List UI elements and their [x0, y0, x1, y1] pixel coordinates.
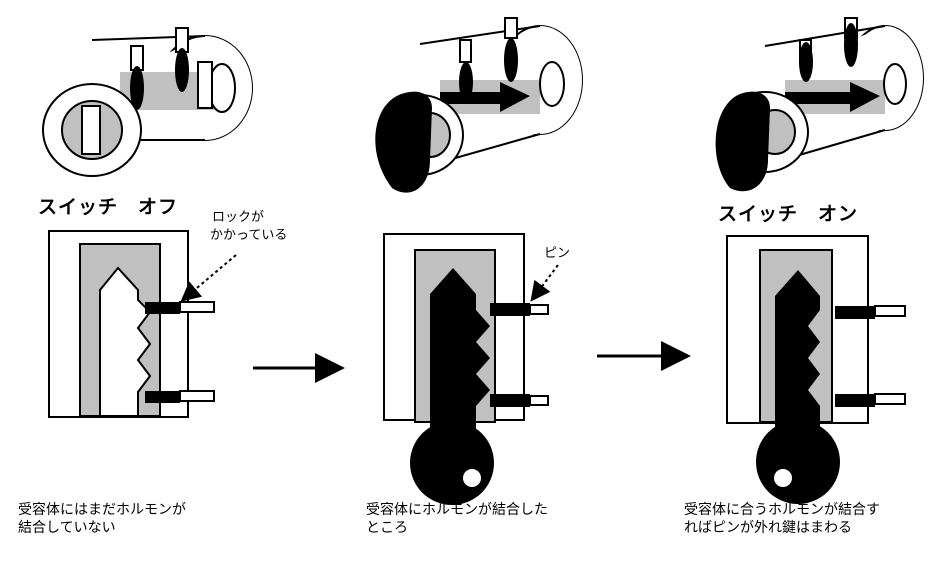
- pin-pointer-arrow: [530, 264, 559, 302]
- caption-2-line2: ところ: [366, 520, 408, 536]
- caption-2-line1: 受容体にホルモンが結合した: [366, 502, 548, 518]
- lock-diagram-off: [48, 230, 215, 418]
- caption-1-line1: 受容体にはまだホルモンが: [18, 502, 186, 518]
- cylinder-key-inserted: [375, 17, 583, 193]
- locked-label-line1: ロックが: [212, 210, 265, 225]
- caption-1-line2: 結合していない: [18, 520, 116, 536]
- caption-3-line2: ればピンが外れ鍵はまわる: [684, 520, 852, 536]
- switch-off-label: スイッチ オフ: [38, 196, 179, 218]
- pin-label: ピン: [544, 246, 571, 261]
- lock-diagram-key-inserted: [383, 233, 549, 505]
- cylinder-off: [42, 27, 253, 177]
- locked-pointer-arrow: [180, 254, 237, 302]
- locked-label-line2: かかっている: [210, 228, 288, 243]
- lock-diagram-on: [726, 235, 906, 504]
- caption-3-line1: 受容体に合うホルモンが結合す: [684, 502, 880, 518]
- switch-on-label: スイッチ オン: [718, 203, 859, 225]
- cylinder-key-turned: [715, 17, 924, 192]
